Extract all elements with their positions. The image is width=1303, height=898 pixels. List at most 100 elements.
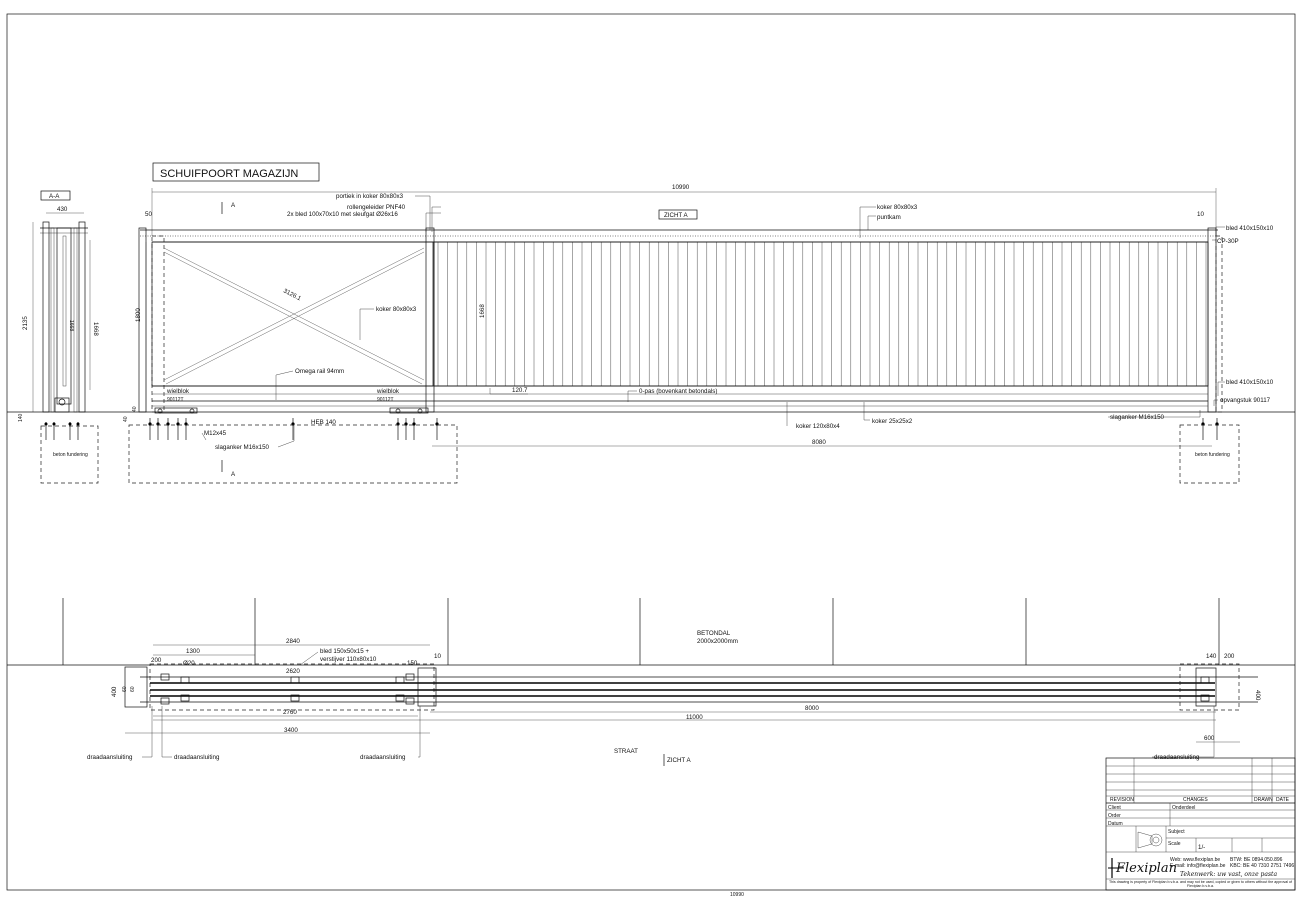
callout-m12: M12x45 <box>204 430 227 437</box>
scale-value: 1/- <box>1198 844 1205 851</box>
callout-nulpas: 0-pas (bovenkant betondals) <box>639 388 717 395</box>
callout-koker-top: koker 80x80x3 <box>877 204 918 211</box>
section-label: A-A <box>49 193 60 200</box>
callout-slaganker-left: slaganker M16x150 <box>215 444 270 451</box>
anchor-head <box>412 422 416 426</box>
plan-bolt <box>1200 676 1210 684</box>
plan-dim-2840: 2840 <box>286 638 300 645</box>
draad-label-4: draadaansluiting <box>1154 754 1200 761</box>
elevation-inner-height-dim: 1668 <box>479 304 486 318</box>
left-margin-dim: 50 <box>145 211 152 218</box>
section-inner-dim: 1668 <box>92 322 99 336</box>
plan-dim-3400: 3400 <box>284 727 298 734</box>
btw-line: BTW: BE 0894.050.896 <box>1230 857 1283 863</box>
elevation-view: 10990 50 10 A A ZICHT A 3126.1 <box>18 184 1274 484</box>
drawing-title-box: SCHUIFPOORT MAGAZIJN <box>152 162 320 182</box>
drawing-title: SCHUIFPOORT MAGAZIJN <box>160 168 298 180</box>
logo-text: Flexiplan <box>1115 861 1177 876</box>
plan-bolt <box>405 697 415 705</box>
company-logo: Flexiplan <box>1108 858 1177 878</box>
straat-label: STRAAT <box>614 748 638 755</box>
subject-label: Subject <box>1168 829 1185 835</box>
plan-bolt <box>290 694 300 702</box>
slat-panel <box>437 242 1207 386</box>
revision-header: REVISION <box>1110 797 1134 803</box>
draad-label-2: draadaansluiting <box>174 754 220 761</box>
draad-label-3: draadaansluiting <box>360 754 406 761</box>
section-width-dim: 430 <box>57 206 68 213</box>
diagonal-dim: 3126.1 <box>282 288 303 303</box>
length-8080-dim: 8080 <box>812 439 826 446</box>
kbc-line: KBC: BE 40 7310 2751 7496 <box>1230 863 1294 869</box>
plan-dim-600: 600 <box>1204 735 1215 742</box>
betondal-size: 2000x2000mm <box>697 638 738 645</box>
section-foundation-label: beton fundering <box>53 452 88 458</box>
elevation-view-label: ZICHT A <box>664 212 688 219</box>
plan-dim-2760: 2760 <box>283 709 297 716</box>
section-marker-top: A <box>231 202 236 209</box>
title-block: REVISION CHANGES DRAWN DATE Client Order… <box>730 757 1296 898</box>
draad-label-1: draadaansluiting <box>87 754 133 761</box>
plan-bolt <box>290 676 300 684</box>
ground-offset-3: 40 <box>132 406 138 412</box>
plan-dim-200: 200 <box>151 657 162 664</box>
plan-dim-10: 10 <box>434 653 441 660</box>
plan-dim-200-right: 200 <box>1224 653 1235 660</box>
changes-header: CHANGES <box>1183 797 1208 803</box>
date-header: DATE <box>1276 797 1290 803</box>
plan-bolt <box>160 697 170 705</box>
plan-bled-note-2: verstijver 110x80x10 <box>320 656 377 663</box>
section-aa-view: A-A 430 2135 1668 1668 beton fundering <box>22 190 99 484</box>
plan-dim-400-left: 400 <box>111 686 118 697</box>
right-margin-dim: 10 <box>1197 211 1204 218</box>
callout-koker-25: koker 25x25x2 <box>872 418 913 425</box>
drawn-header: DRAWN <box>1254 797 1273 803</box>
plan-bolt <box>405 673 415 681</box>
plan-bolt <box>395 694 405 702</box>
callout-wielblok-2-code: 90112T <box>377 397 394 403</box>
plan-bolt <box>180 694 190 702</box>
plan-bled-note-1: bled 150x50x15 + <box>320 648 369 655</box>
callout-wielblok-1-code: 90112T <box>167 397 184 403</box>
callout-koker-120: koker 120x80x4 <box>796 423 840 430</box>
plan-view: BETONDAL 2000x2000mm 1300 2840 200 Ø20 2… <box>7 598 1295 766</box>
callout-koker-mid: koker 80x80x3 <box>376 306 417 313</box>
projection-symbol-icon <box>1137 831 1163 849</box>
elevation-height-dim: 1800 <box>135 308 142 322</box>
callout-bled-top: bled 410x150x10 <box>1226 225 1274 232</box>
plan-bolt <box>1200 694 1210 702</box>
overall-length-dim: 10990 <box>672 184 690 191</box>
callout-omega: Omega rail 94mm <box>295 368 344 375</box>
disclaimer-box: This drawing is property of Flexiplan b.… <box>1108 880 1293 889</box>
part-label: Onderdeel <box>1172 805 1195 811</box>
callout-portiek: portiek in koker 80x80x3 <box>336 193 404 200</box>
section-height-dim: 2135 <box>22 316 29 330</box>
plan-dim-1300: 1300 <box>186 648 200 655</box>
client-label: Client <box>1108 805 1121 811</box>
plan-dim-11000: 11000 <box>686 714 703 721</box>
callout-bled-plates: 2x bled 100x70x10 met sleufgat Ø26x16 <box>287 211 398 218</box>
plan-dim-400-right: 400 <box>1254 690 1261 701</box>
disclaimer: This drawing is property of Flexiplan b.… <box>1108 880 1293 889</box>
callout-heb: HEB 140 <box>311 419 336 426</box>
section-inner-dim-2: 1668 <box>68 320 74 331</box>
plan-dim-60b: 60 <box>130 686 136 692</box>
date-label: Datum <box>1108 821 1123 827</box>
plan-bolts <box>160 673 1210 705</box>
section-marker-bottom: A <box>231 471 236 478</box>
betondal-label: BETONDAL <box>697 630 731 637</box>
callout-wielblok-2: wielblok <box>376 388 400 395</box>
right-foundation-label: beton fundering <box>1195 452 1230 458</box>
callout-opvangstuk: opvangstuk 90117 <box>1220 397 1271 404</box>
plan-dim-d20: Ø20 <box>183 660 195 667</box>
sheet-border <box>6 13 1296 891</box>
callout-slaganker-right: slaganker M16x150 <box>1110 414 1165 421</box>
plan-dim-2620: 2620 <box>286 668 300 675</box>
slogan: Tekenwerk: uw vast, onze pasta <box>1180 871 1277 878</box>
scale-label: Scale <box>1168 841 1181 847</box>
rail-offset-dim: 120.7 <box>512 387 528 394</box>
callout-puntkam: puntkam <box>877 214 901 221</box>
plan-dim-8000: 8000 <box>805 705 819 712</box>
plan-dim-140: 140 <box>1206 653 1217 660</box>
